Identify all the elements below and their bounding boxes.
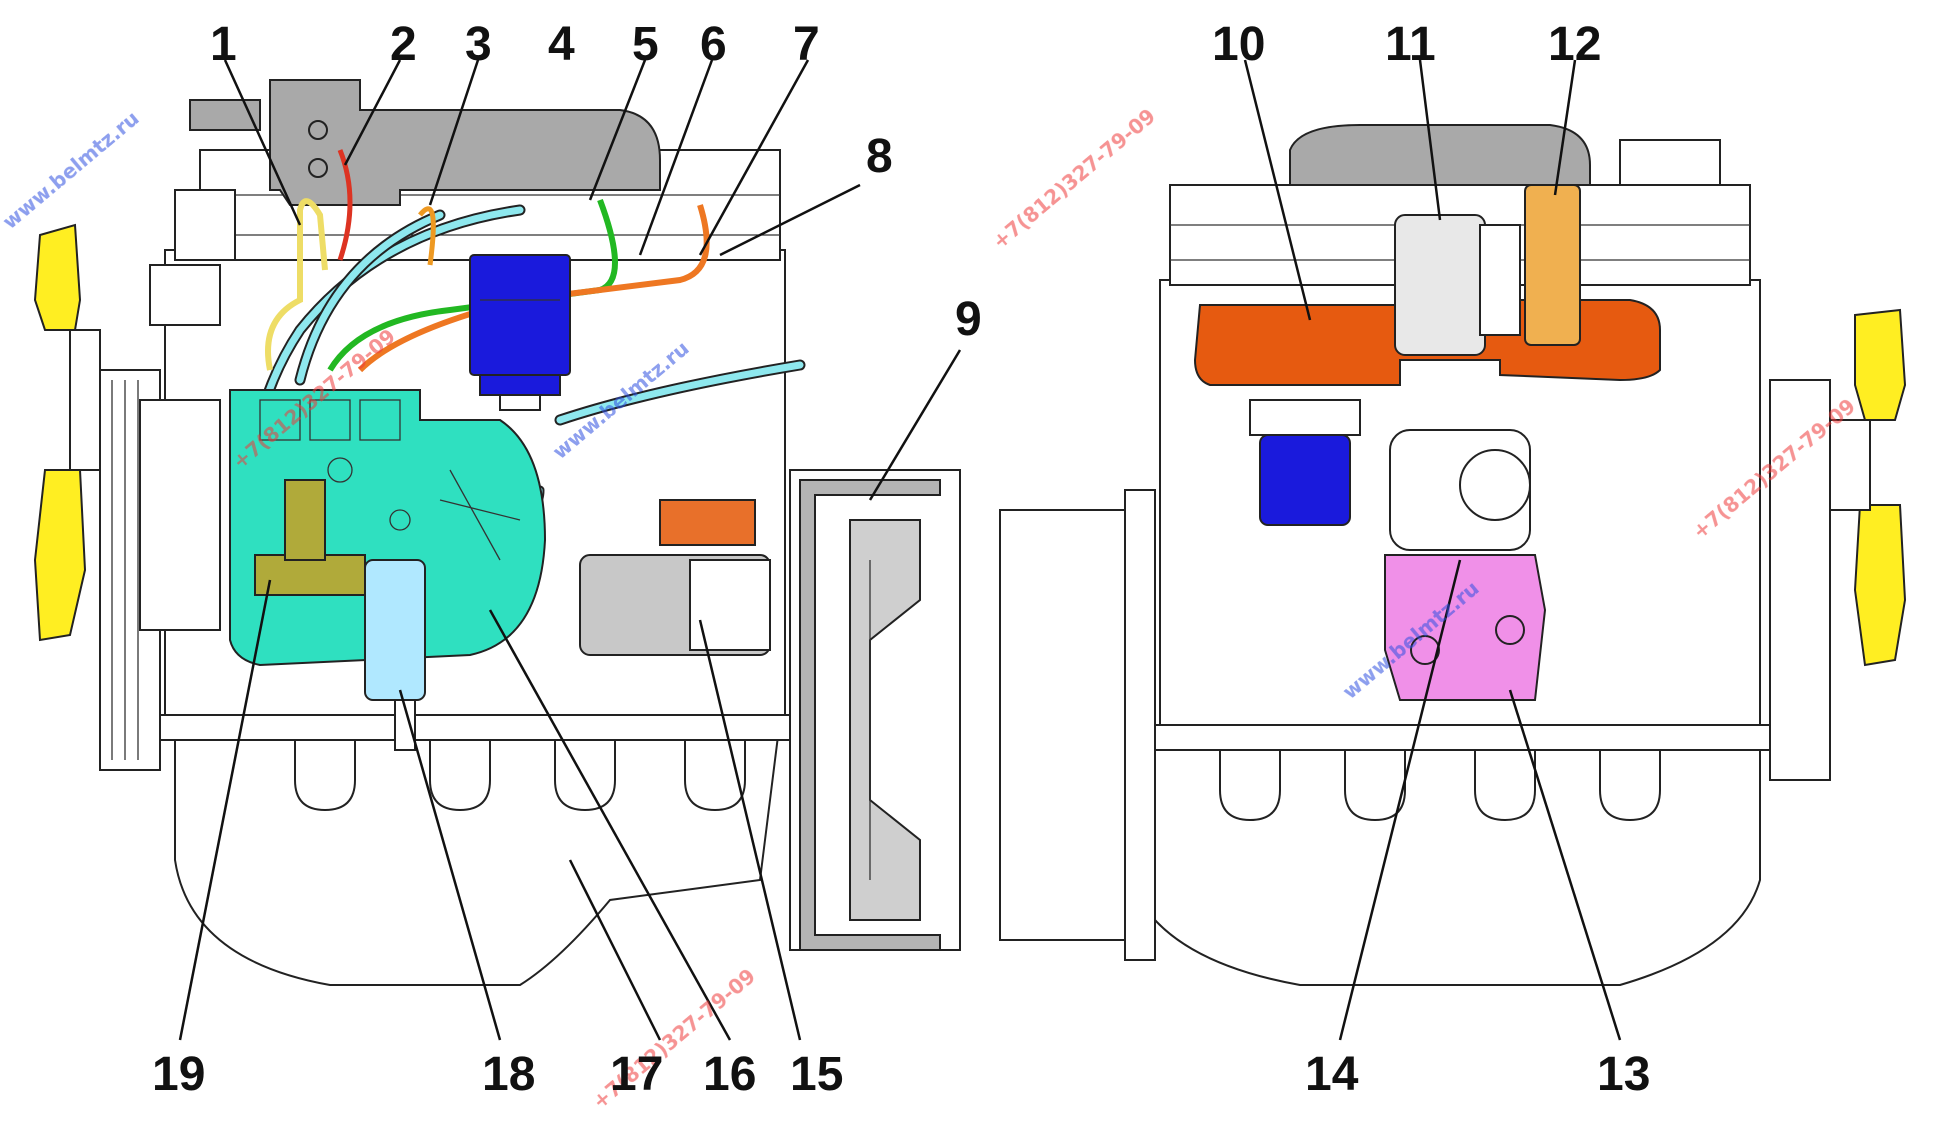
cylinder-lobes [294, 740, 746, 812]
right-fan-blade-upper [1854, 308, 1907, 421]
fan [33, 223, 101, 642]
callout-17: 17 [610, 1048, 663, 1101]
booster-pump [254, 554, 366, 596]
turbo-oil-tube [1524, 184, 1581, 346]
right-cylinder-lobes [1219, 750, 1661, 822]
coarse-fuel-filter [469, 254, 571, 411]
callout-2: 2 [390, 18, 417, 71]
fuel-line-yellow [265, 198, 328, 371]
right-fan-blade-lower [1853, 504, 1907, 667]
callout-12: 12 [1548, 18, 1601, 71]
left-engine-view [33, 79, 961, 986]
callout-8: 8 [866, 130, 893, 183]
callout-13: 13 [1597, 1048, 1650, 1101]
callout-15: 15 [790, 1048, 843, 1101]
fan-blade-lower [33, 469, 87, 642]
callout-14: 14 [1305, 1048, 1359, 1101]
watermark-site: www.belmtz.ru [0, 106, 144, 234]
flywheel-housing [789, 469, 961, 951]
injection-pump [229, 389, 547, 667]
callout-10: 10 [1212, 18, 1265, 71]
starter-solenoid [659, 499, 756, 546]
fuel-line-green [327, 198, 618, 372]
callout-1: 1 [210, 18, 237, 71]
callout-4: 4 [548, 18, 575, 71]
callout-5: 5 [632, 18, 659, 71]
leader-lines [178, 59, 1622, 1041]
intake-manifold [269, 79, 661, 206]
fine-fuel-filter [364, 559, 426, 701]
fan-blade-upper [33, 223, 82, 331]
callout-labels: 1 2 3 4 5 6 7 8 9 10 11 12 13 14 15 16 1… [152, 18, 1650, 1101]
callout-7: 7 [793, 18, 820, 71]
callout-11: 11 [1385, 18, 1436, 71]
right-fan [1769, 308, 1907, 781]
callout-16: 16 [703, 1048, 756, 1101]
watermark-phone: +7(812)327-79-09 [988, 104, 1160, 254]
turbocharger [1394, 214, 1486, 356]
oil-centrifuge [1384, 429, 1547, 701]
right-fuel-filter [1259, 434, 1351, 526]
callout-9: 9 [955, 293, 982, 346]
callout-3: 3 [465, 18, 492, 71]
fuel-line-red [337, 149, 353, 261]
callout-18: 18 [482, 1048, 535, 1101]
right-engine-view [999, 124, 1907, 986]
oil-pan [174, 719, 782, 986]
right-oil-pan [1129, 739, 1761, 986]
callout-19: 19 [152, 1048, 205, 1101]
block-rail [149, 714, 791, 741]
callout-6: 6 [700, 18, 727, 71]
